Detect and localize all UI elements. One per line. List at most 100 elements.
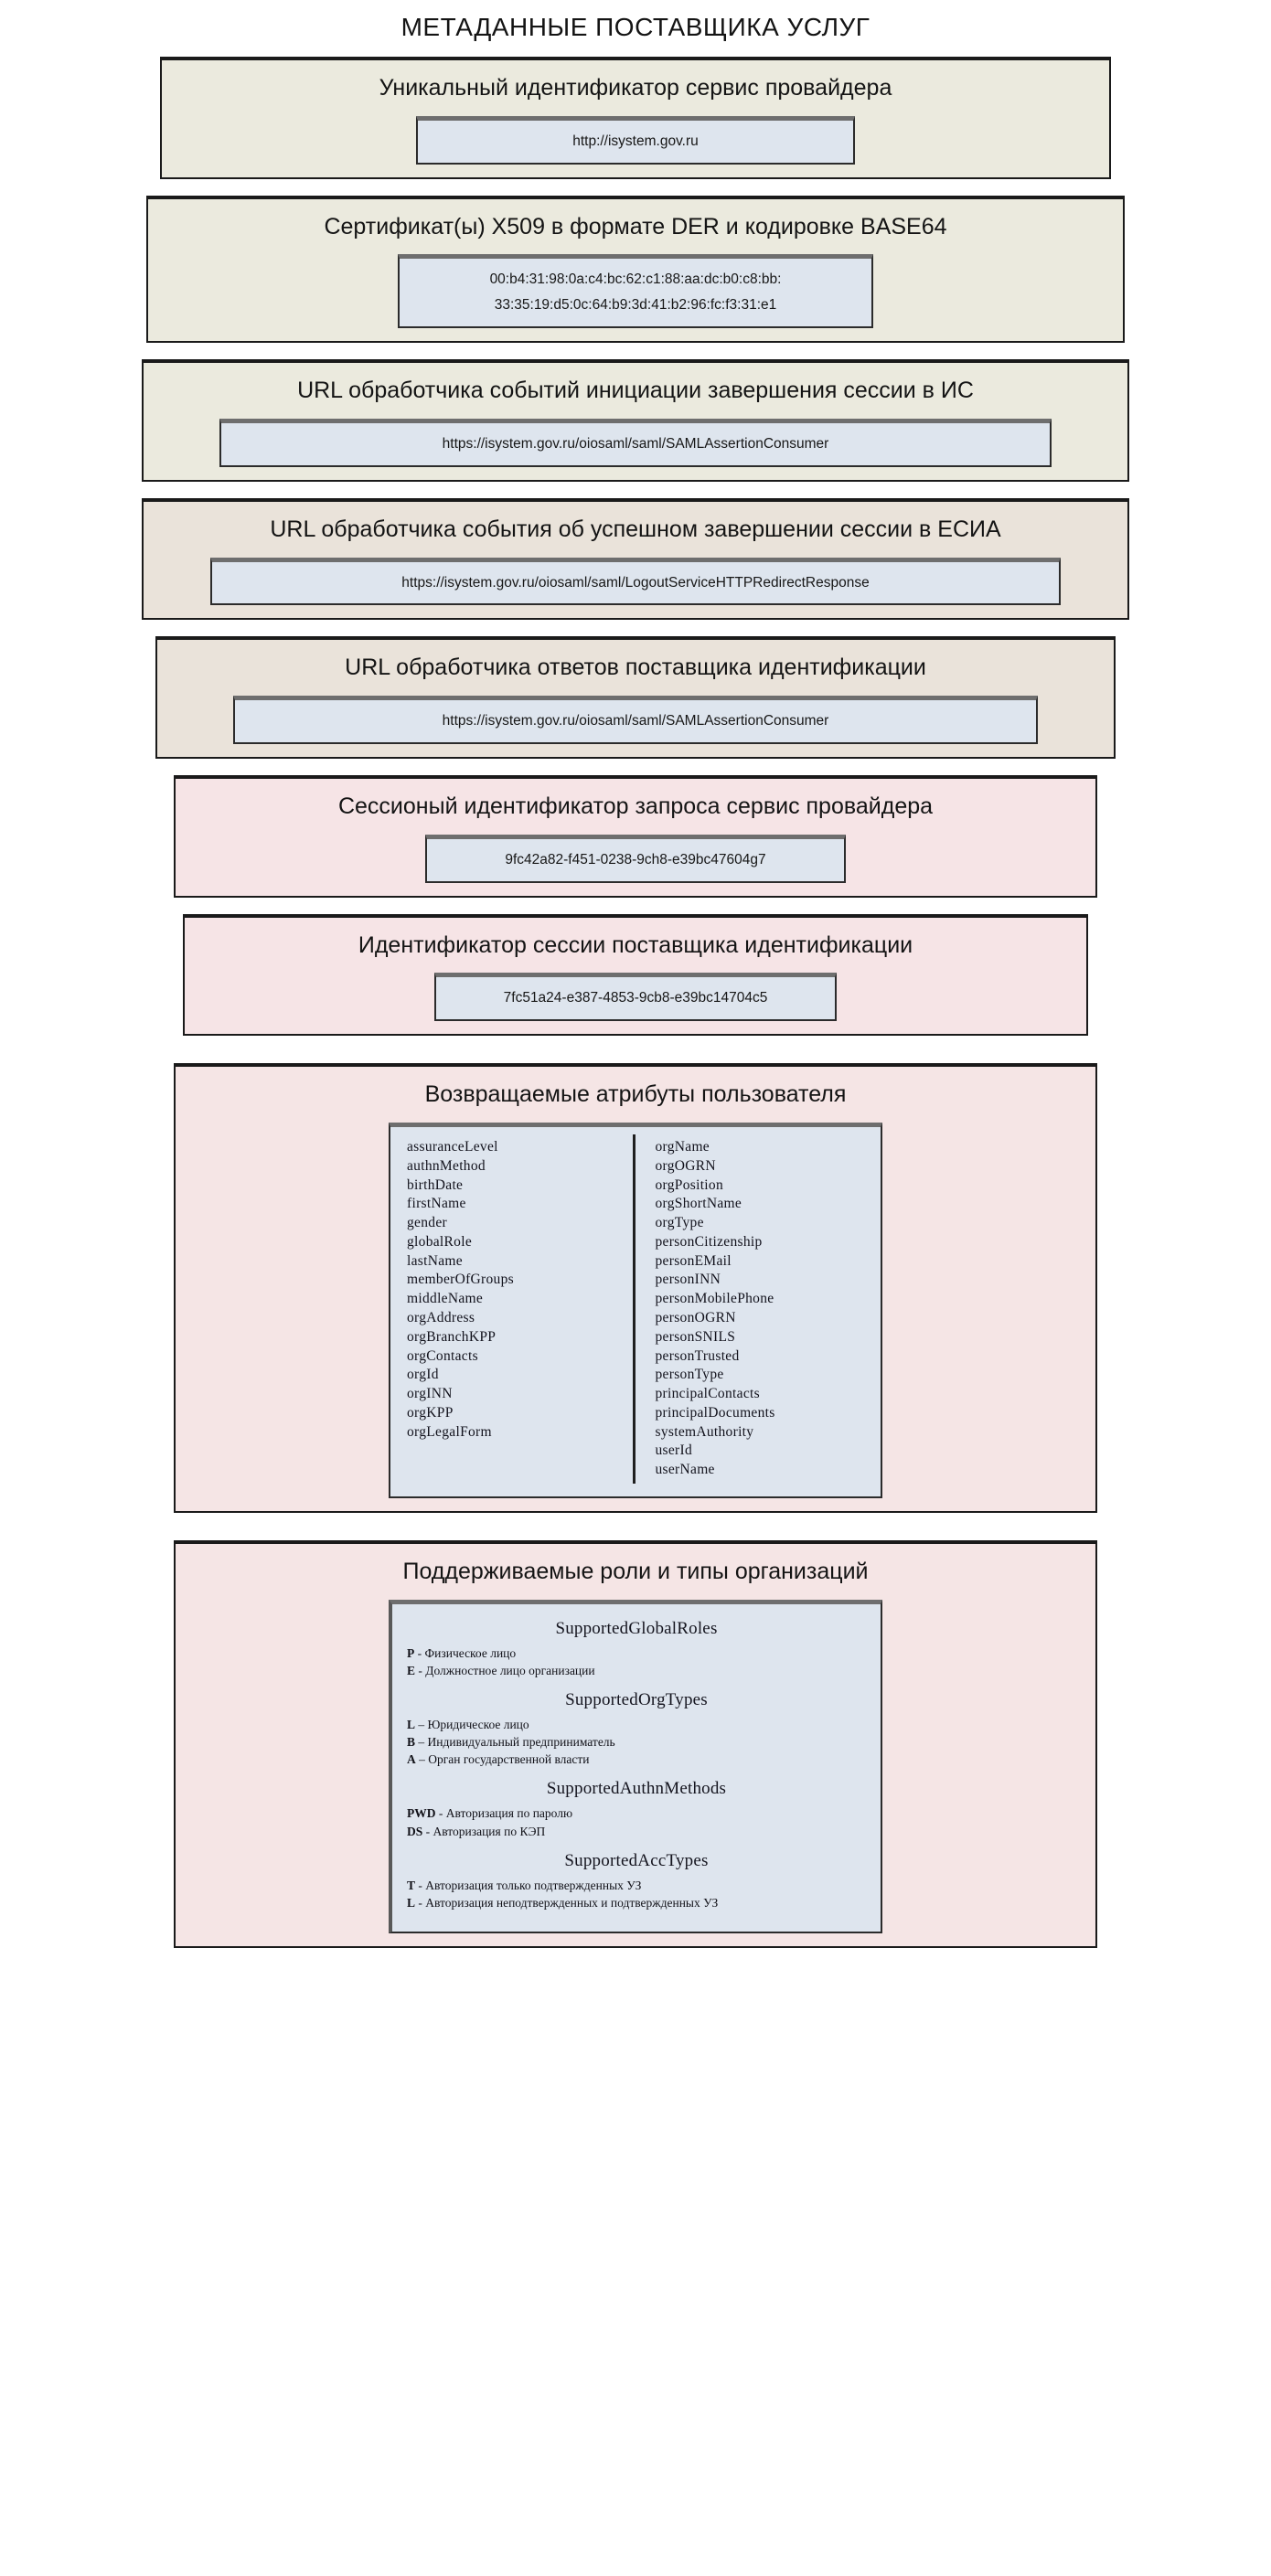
attribute-item: globalRole [407,1233,473,1250]
roles-item-sep: – [418,1717,425,1731]
roles-item: PWD - Авторизация по паролю [403,1804,870,1822]
roles-item-code: A [407,1752,416,1767]
roles-item-code: T [407,1878,416,1892]
attribute-item: orgOGRN [655,1157,716,1174]
attribute-item: personEMail [655,1252,732,1269]
attributes-table: assuranceLevel authnMethod birthDate fir… [389,1123,882,1498]
document-root: МЕТАДАННЫЕ ПОСТАВЩИКА УСЛУГ Уникальный и… [142,13,1129,1949]
value-logout-initiation-url[interactable]: https://isystem.gov.ru/oiosaml/saml/SAML… [219,418,1052,467]
roles-item-text: Авторизация по КЭП [433,1824,546,1838]
block-title: Идентификатор сессии поставщика идентифи… [358,931,913,958]
attribute-item: memberOfGroups [407,1272,514,1288]
roles-item-sep: - [418,1878,422,1892]
roles-item: B – Индивидуальный предприниматель [403,1733,870,1751]
roles-item: L - Авторизация неподтвержденных и подтв… [403,1894,870,1911]
value-idp-session-id[interactable]: 7fc51a24-e387-4853-9cb8-e39bc14704c5 [434,973,837,1022]
attribute-item: personINN [655,1272,721,1288]
roles-item-text: Индивидуальный предприниматель [427,1735,615,1750]
roles-item-sep: – [419,1752,425,1767]
value-sp-session-request-id[interactable]: 9fc42a82-f451-0238-9ch8-e39bc47604g7 [425,834,846,883]
roles-item-code: DS [407,1824,423,1838]
roles-item-text: Юридическое лицо [427,1717,529,1731]
roles-item: A – Орган государственной власти [403,1751,870,1768]
roles-item-code: E [407,1663,416,1677]
roles-item-code: P [407,1645,415,1660]
roles-item: T - Авторизация только подтвержденных УЗ [403,1877,870,1894]
attribute-item: personMobilePhone [655,1291,774,1307]
attribute-item: orgType [655,1215,704,1231]
roles-group-heading: SupportedOrgTypes [565,1689,708,1709]
roles-item-sep: - [417,1645,422,1660]
attribute-item: personType [655,1367,724,1383]
block-title: Уникальный идентификатор сервис провайде… [379,75,892,101]
attribute-item: orgBranchKPP [407,1328,497,1345]
block-logout-initiation-url: URL обработчика событий инициации заверш… [142,359,1129,482]
attribute-item: lastName [407,1252,463,1269]
attributes-column-left: assuranceLevel authnMethod birthDate fir… [390,1134,633,1484]
attribute-item: gender [407,1215,447,1231]
attribute-item: orgContacts [407,1347,478,1364]
attributes-column-right: orgName orgOGRN orgPosition orgShortName… [632,1134,881,1484]
attribute-item: middleName [407,1291,484,1307]
roles-group-heading: SupportedAccTypes [564,1850,709,1870]
roles-group-heading: SupportedAuthnMethods [546,1779,727,1799]
attribute-item: authnMethod [407,1157,486,1174]
block-idp-session-id: Идентификатор сессии поставщика идентифи… [183,913,1088,1037]
roles-item-code: L [407,1895,416,1910]
attribute-item: personOGRN [655,1310,736,1326]
roles-item-text: Физическое лицо [424,1645,517,1660]
roles-item-code: B [407,1735,416,1750]
attribute-item: orgName [655,1139,710,1155]
block-title: Сессионый идентификатор запроса сервис п… [337,793,934,820]
roles-item: L – Юридическое лицо [403,1716,870,1733]
block-supported-roles-and-org-types: Поддерживаемые роли и типы организаций S… [174,1539,1097,1949]
value-unique-service-provider-id[interactable]: http://isystem.gov.ru [416,115,855,165]
attribute-item: personSNILS [655,1328,736,1345]
attribute-item: orgShortName [655,1196,742,1212]
cert-hex-line-2: 33:35:19:d5:0c:64:b9:3d:41:b2:96:fc:f3:3… [494,297,777,314]
attribute-item: orgINN [407,1386,453,1402]
value-idp-response-handler-url[interactable]: https://isystem.gov.ru/oiosaml/saml/SAML… [233,696,1038,745]
attribute-item: orgLegalForm [407,1423,492,1440]
attribute-item: assuranceLevel [407,1139,498,1155]
block-title: URL обработчика события об успешном заве… [270,516,1001,542]
block-x509-certificate: Сертификат(ы) X509 в формате DER и кодир… [146,195,1125,344]
attribute-item: userName [655,1462,715,1478]
block-title: URL обработчика событий инициации заверш… [297,378,974,404]
block-title: Поддерживаемые роли и типы организаций [402,1558,869,1584]
page-title: МЕТАДАННЫЕ ПОСТАВЩИКА УСЛУГ [401,13,870,41]
attribute-item: orgKPP [407,1404,454,1421]
attribute-item: orgPosition [655,1176,724,1193]
attribute-item: principalContacts [655,1386,760,1402]
block-title: Сертификат(ы) X509 в формате DER и кодир… [324,213,947,240]
cert-hex-line-1: 00:b4:31:98:0a:c4:bc:62:c1:88:aa:dc:b0:c… [489,271,782,288]
roles-item-text: Авторизация только подтвержденных УЗ [425,1878,642,1892]
block-title: URL обработчика ответов поставщика идент… [345,655,926,681]
roles-item-sep: - [418,1895,422,1910]
block-returned-user-attributes: Возвращаемые атрибуты пользователя assur… [174,1063,1097,1513]
attribute-item: orgId [407,1367,439,1383]
block-idp-response-handler-url: URL обработчика ответов поставщика идент… [155,636,1116,760]
roles-item-code: L [407,1717,416,1731]
attribute-item: personCitizenship [655,1233,763,1250]
roles-item-text: Должностное лицо организации [425,1663,595,1677]
attribute-item: userId [655,1442,693,1459]
attribute-item: systemAuthority [655,1423,754,1440]
roles-item: E - Должностное лицо организации [403,1662,870,1679]
roles-group-heading: SupportedGlobalRoles [555,1618,718,1638]
roles-item: P - Физическое лицо [403,1645,870,1662]
roles-item-sep: - [425,1824,431,1838]
attribute-item: firstName [407,1196,466,1212]
roles-item-sep: - [438,1806,443,1821]
roles-item-sep: - [418,1663,422,1677]
block-logout-success-url: URL обработчика события об успешном заве… [142,497,1129,621]
attribute-item: birthDate [407,1176,464,1193]
roles-panel: SupportedGlobalRoles P - Физическое лицо… [389,1599,882,1934]
block-title: Возвращаемые атрибуты пользователя [424,1081,847,1108]
roles-item-sep: – [418,1735,425,1750]
value-logout-success-url[interactable]: https://isystem.gov.ru/oiosaml/saml/Logo… [210,557,1061,606]
value-x509-certificate[interactable]: 00:b4:31:98:0a:c4:bc:62:c1:88:aa:dc:b0:c… [398,254,873,329]
attribute-item: personTrusted [655,1347,740,1364]
roles-item-text: Авторизация по паролю [445,1806,573,1821]
block-sp-session-request-id: Сессионый идентификатор запроса сервис п… [174,775,1097,898]
